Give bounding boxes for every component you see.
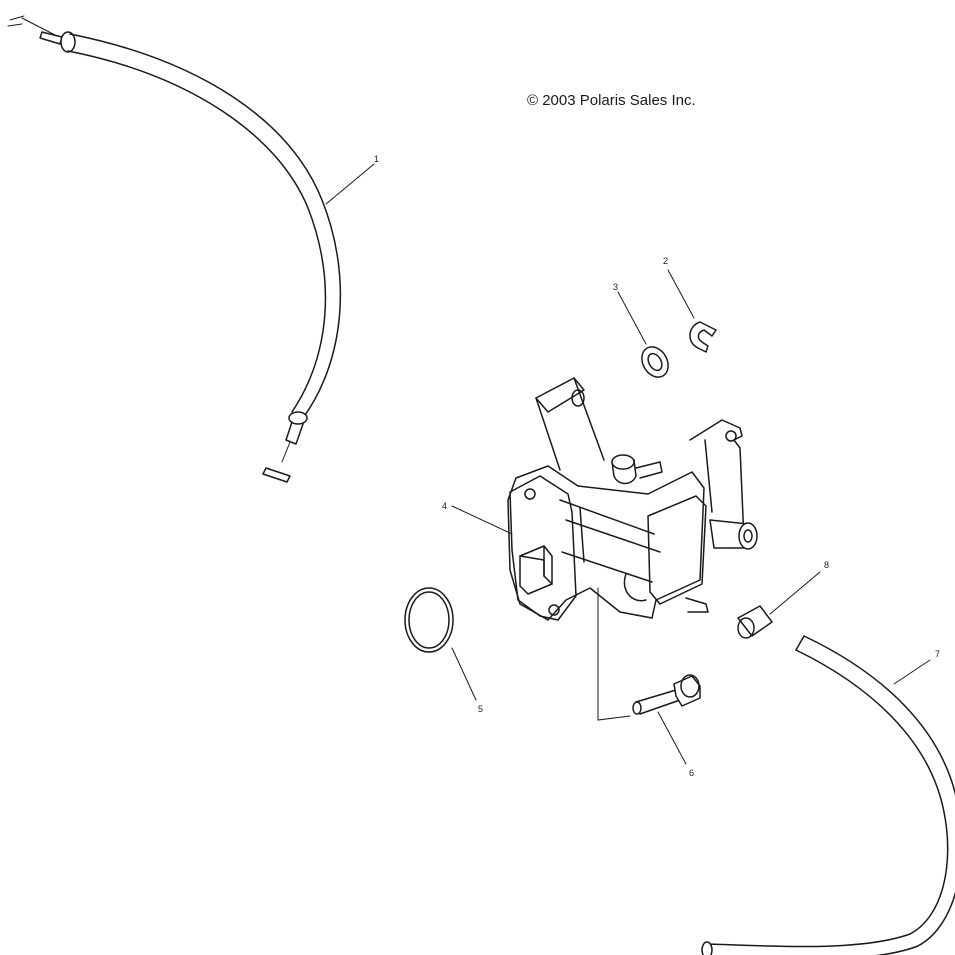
callout-5: 5 — [478, 704, 483, 714]
callout-4: 4 — [442, 501, 447, 511]
part-8-hose-clamp — [737, 571, 821, 639]
part-6-bolt — [632, 674, 701, 765]
copyright-text: © 2003 Polaris Sales Inc. — [527, 92, 696, 109]
part-1-cable — [7, 15, 375, 483]
callout-2: 2 — [663, 256, 668, 266]
callout-6: 6 — [689, 768, 694, 778]
callout-3: 3 — [613, 282, 618, 292]
part-4-valve-assembly — [451, 377, 758, 621]
part-2-e-clip — [667, 269, 717, 353]
callout-8: 8 — [824, 560, 829, 570]
callout-7: 7 — [935, 649, 940, 659]
part-5-o-ring — [404, 587, 477, 701]
part-3-washer — [617, 291, 669, 378]
part-7-hose — [701, 635, 955, 955]
callout-1: 1 — [374, 154, 379, 164]
assembly-bracket-line — [597, 587, 631, 721]
